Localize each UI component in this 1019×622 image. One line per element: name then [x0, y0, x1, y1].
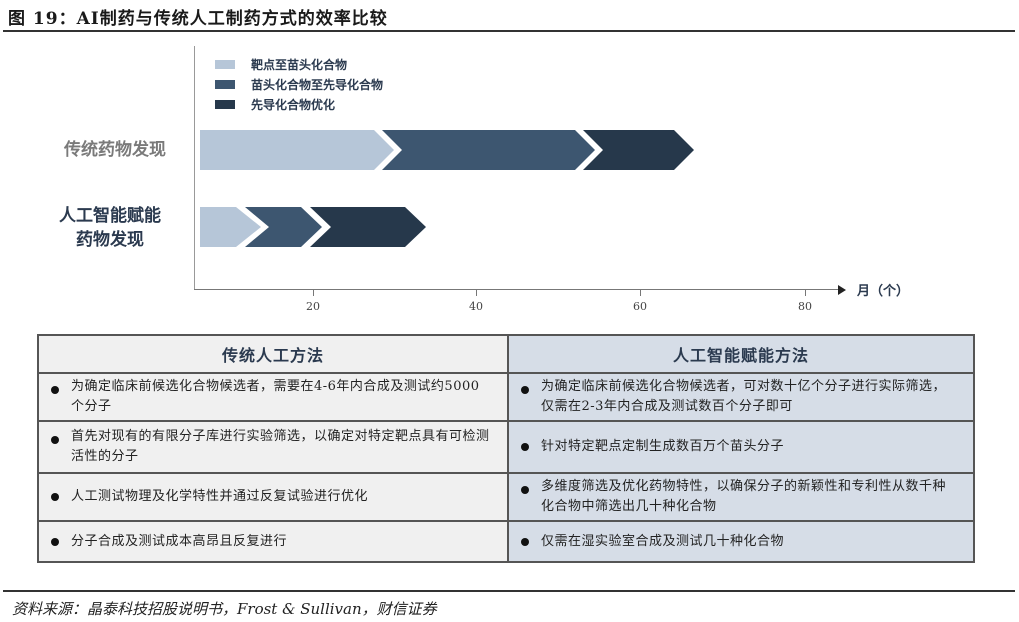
x-tick-label: 80 — [798, 300, 812, 313]
legend-swatch-stage1 — [215, 59, 235, 69]
legend-item-stage1: 靶点至苗头化合物 — [215, 54, 383, 74]
table-divider — [507, 336, 509, 561]
legend-item-stage3: 先导化合物优化 — [215, 94, 383, 114]
table-row: 分子合成及测试成本高昂且反复进行 — [39, 522, 507, 561]
bottom-rule — [3, 590, 1015, 592]
bullet-icon — [51, 436, 59, 444]
legend-label: 靶点至苗头化合物 — [251, 57, 348, 72]
table-row: 为确定临床前候选化合物候选者，可对数十亿个分子进行实际筛选，仅需在2-3年内合成… — [509, 374, 973, 422]
cell-text: 人工测试物理及化学特性并通过反复试验进行优化 — [71, 489, 369, 504]
table-row: 针对特定靶点定制生成数百万个苗头分子 — [509, 422, 973, 474]
header-text: 传统人工方法 — [221, 346, 324, 365]
x-axis-unit: 月（个） — [857, 284, 910, 299]
table-row: 仅需在湿实验室合成及测试几十种化合物 — [509, 522, 973, 561]
bullet-icon — [521, 443, 529, 451]
source-note: 资料来源：晶泰科技招股说明书，Frost & Sullivan，财信证券 — [12, 600, 437, 618]
legend-label: 先导化合物优化 — [251, 97, 336, 112]
bullet-icon — [51, 537, 59, 546]
bullet-icon — [521, 537, 529, 546]
x-tick-label: 20 — [306, 300, 320, 313]
cell-text: 分子合成及测试成本高昂且反复进行 — [71, 533, 288, 549]
legend-item-stage2: 苗头化合物至先导化合物 — [215, 74, 383, 94]
table-header-traditional: 传统人工方法 — [39, 336, 507, 374]
legend-swatch-stage2 — [215, 79, 235, 89]
bar-ai — [200, 207, 426, 247]
row-label-ai-line1: 人工智能赋能 — [59, 206, 161, 226]
chart-legend: 靶点至苗头化合物 苗头化合物至先导化合物 先导化合物优化 — [215, 54, 383, 114]
bullet-icon — [521, 486, 529, 494]
row-label-traditional: 传统药物发现 — [64, 140, 166, 160]
cell-text: 首先对现有的有限分子库进行实验筛选，以确定对特定靶点具有可检测活性的分子 — [71, 429, 490, 464]
cell-text: 多维度筛选及优化药物特性，以确保分子的新颖性和专利性从数千种化合物中筛选出几十种… — [541, 479, 947, 514]
x-tick — [640, 290, 641, 296]
header-text: 人工智能赋能方法 — [672, 346, 809, 365]
comparison-table: 传统人工方法 为确定临床前候选化合物候选者，需要在4-6年内合成及测试约5000… — [37, 334, 975, 563]
cell-text: 仅需在湿实验室合成及测试几十种化合物 — [541, 533, 785, 549]
x-tick-label: 40 — [469, 300, 483, 313]
bar-segment-stage1 — [200, 130, 394, 170]
bullet-icon — [51, 493, 59, 501]
cell-text: 针对特定靶点定制生成数百万个苗头分子 — [541, 439, 785, 454]
x-axis — [194, 289, 840, 290]
table-row: 人工测试物理及化学特性并通过反复试验进行优化 — [39, 474, 507, 522]
x-tick — [313, 290, 314, 296]
row-label-ai: 人工智能赋能 药物发现 — [48, 204, 172, 252]
x-axis-arrow-icon — [838, 285, 846, 295]
table-row: 为确定临床前候选化合物候选者，需要在4-6年内合成及测试约5000个分子 — [39, 374, 507, 422]
x-tick — [805, 290, 806, 296]
x-tick — [476, 290, 477, 296]
table-row: 首先对现有的有限分子库进行实验筛选，以确定对特定靶点具有可检测活性的分子 — [39, 422, 507, 474]
legend-swatch-stage3 — [215, 99, 235, 109]
figure-title: 图 19：AI制药与传统人工制药方式的效率比较 — [8, 9, 388, 29]
table-row: 多维度筛选及优化药物特性，以确保分子的新颖性和专利性从数千种化合物中筛选出几十种… — [509, 474, 973, 522]
cell-text: 为确定临床前候选化合物候选者，需要在4-6年内合成及测试约5000个分子 — [71, 379, 480, 414]
x-tick-label: 60 — [633, 300, 647, 313]
bullet-icon — [521, 386, 529, 394]
bar-segment-stage3 — [310, 207, 426, 247]
legend-label: 苗头化合物至先导化合物 — [251, 77, 384, 92]
bullet-icon — [51, 386, 59, 394]
row-label-ai-line2: 药物发现 — [76, 230, 144, 250]
bar-segment-stage2 — [245, 207, 322, 247]
bar-segment-stage3 — [583, 130, 694, 170]
table-column-ai: 人工智能赋能方法 为确定临床前候选化合物候选者，可对数十亿个分子进行实际筛选，仅… — [509, 336, 973, 561]
cell-text: 为确定临床前候选化合物候选者，可对数十亿个分子进行实际筛选，仅需在2-3年内合成… — [541, 379, 947, 414]
table-header-ai: 人工智能赋能方法 — [509, 336, 973, 374]
y-axis — [194, 46, 195, 290]
top-rule — [3, 30, 1015, 32]
bar-segment-stage2 — [382, 130, 595, 170]
bar-segment-stage1 — [200, 207, 261, 247]
bar-traditional — [200, 130, 694, 170]
chart: 靶点至苗头化合物 苗头化合物至先导化合物 先导化合物优化 传统药物发现 人工智能… — [0, 40, 1019, 320]
table-column-traditional: 传统人工方法 为确定临床前候选化合物候选者，需要在4-6年内合成及测试约5000… — [39, 336, 507, 561]
